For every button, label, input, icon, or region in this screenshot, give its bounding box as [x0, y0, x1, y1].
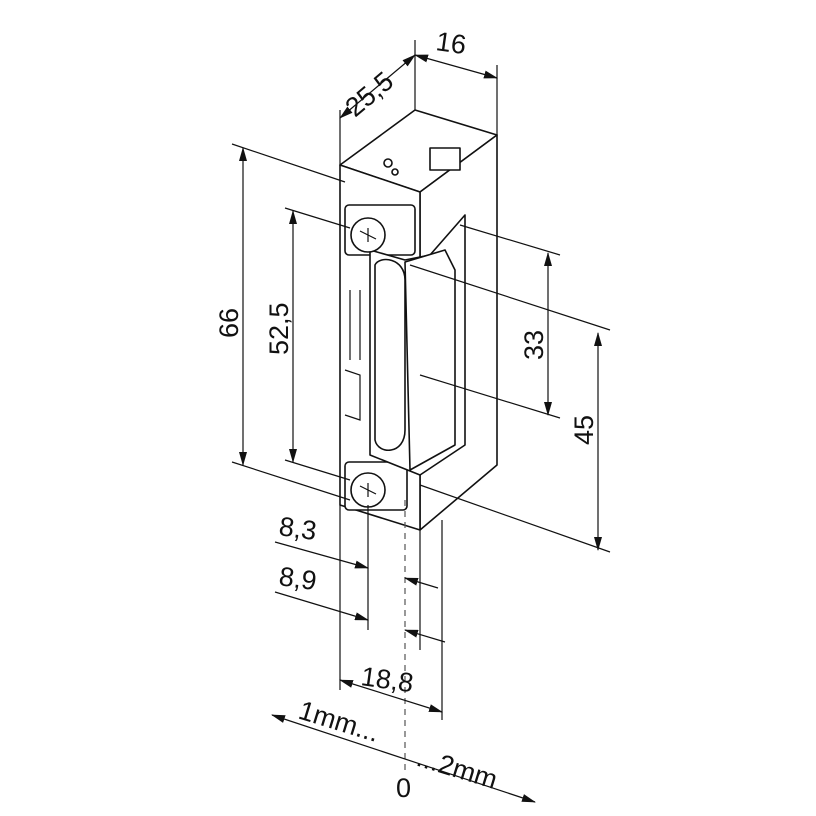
dim-33: 33 — [519, 330, 549, 360]
adjust-zero-label: 0 — [396, 773, 411, 803]
dim-25-5: 25,5 — [340, 66, 400, 123]
dim-45: 45 — [569, 415, 599, 445]
dim-18-8: 18,8 — [359, 661, 415, 698]
dim-52-5: 52,5 — [264, 302, 294, 355]
screw-top-icon — [350, 217, 386, 253]
dimension-lines — [231, 40, 611, 803]
dim-8-3: 8,3 — [277, 511, 318, 546]
adjust-left-label: 1mm... — [295, 695, 383, 748]
adjust-right-label: ...2mm — [413, 742, 501, 795]
dim-66: 66 — [214, 308, 244, 338]
dim-16: 16 — [434, 26, 468, 60]
dim-8-9: 8,9 — [277, 561, 318, 596]
strike-body — [339, 109, 498, 531]
screw-bottom-icon — [350, 472, 386, 508]
